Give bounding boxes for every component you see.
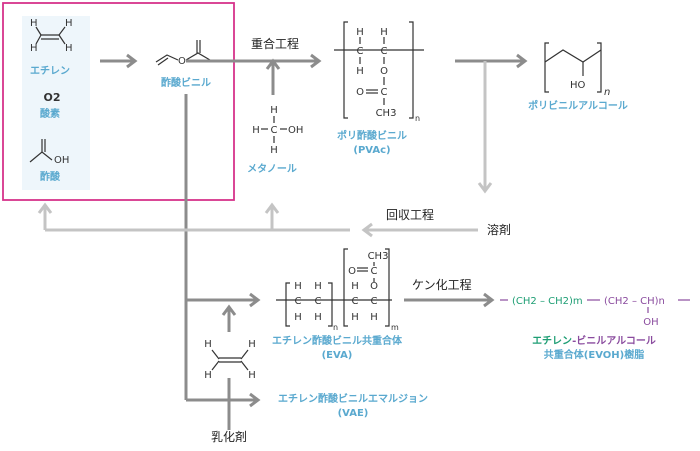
arrowhead [126,53,138,69]
svg-text:H: H [270,145,278,156]
eva-abbr: (EVA) [322,350,353,361]
ethylene-structure: H H H H [30,18,73,54]
methanol-label: メタノール [247,163,297,175]
vinyl-acetate-label: 酢酸ビニル [161,76,211,89]
svg-text:C: C [371,296,378,307]
svg-text:H: H [314,281,322,292]
acetic-acid-label: 酢酸 [40,170,61,183]
svg-text:C: C [315,296,322,307]
svg-text:H: H [30,18,38,29]
svg-text:H: H [314,312,322,323]
ethylene-label: エチレン [30,65,70,77]
svg-text:H: H [248,370,256,381]
svg-text:CH3: CH3 [368,251,389,262]
svg-text:n: n [415,114,420,123]
svg-text:H: H [65,18,73,29]
evoh-structure: (CH2 – CH2)m (CH2 – CH)n OH [500,296,690,328]
evoh-name-line1: エチレン-ビニルアルコール [532,334,656,347]
svg-text:C: C [295,296,302,307]
acetic-acid-structure: OH [29,139,69,166]
svg-text:O: O [370,281,378,292]
svg-text:H: H [380,27,388,38]
svg-text:n: n [604,87,610,98]
svg-text:H: H [356,27,364,38]
eva-structure: n H C H H C H m C H H C H O C O CH3 [276,248,399,332]
svg-text:(CH2 – CH)n: (CH2 – CH)n [604,296,665,307]
svg-text:H: H [270,105,278,116]
svg-text:H: H [248,339,256,350]
svg-text:H: H [252,125,260,136]
svg-text:H: H [294,281,302,292]
solvent-label: 溶剤 [487,222,511,237]
svg-text:H: H [351,281,359,292]
pva-structure: HO n [544,42,610,98]
vae-abbr: (VAE) [338,408,369,419]
vae-name: エチレン酢酸ビニルエマルジョン [278,392,428,405]
svg-text:H: H [30,43,38,54]
pvac-name: ポリ酢酸ビニル [337,129,407,142]
oxygen-formula: O2 [43,91,60,104]
svg-text:HO: HO [570,80,586,91]
recovery-process: 回収工程 [386,207,434,222]
evoh-name-line2: 共重合体(EVOH)樹脂 [544,348,644,361]
svg-text:O: O [348,266,356,277]
svg-text:OH: OH [288,125,303,136]
ethylene-monomer-structure: H H H H [204,339,256,381]
svg-text:m: m [391,323,399,332]
pvac-abbr: (PVAc) [353,145,390,156]
pvac-structure: H C H H C O C O CH3 n [334,21,424,123]
svg-text:H: H [351,312,359,323]
svg-text:n: n [333,323,338,332]
svg-text:C: C [381,46,388,57]
svg-text:O: O [380,66,388,77]
svg-text:OH: OH [643,317,658,328]
polymerization-process: 重合工程 [251,36,299,51]
oxygen-label: 酸素 [40,107,60,120]
svg-text:(CH2 – CH2)m: (CH2 – CH2)m [512,296,583,307]
highlight-frame [2,2,235,201]
svg-text:C: C [371,266,378,277]
eva-name: エチレン酢酸ビニル共重合体 [272,334,403,347]
svg-text:C: C [381,87,388,98]
svg-text:C: C [271,125,278,136]
pva-name: ポリビニルアルコール [528,99,628,112]
methanol-structure: H H C OH H [252,105,303,156]
raw-materials-background [22,16,90,190]
svg-text:CH3: CH3 [376,108,397,119]
raw-materials-box: H H H H エチレン O2 酸素 OH 酢酸 [2,2,235,201]
vinyl-acetate-structure: O [155,40,211,67]
saponification-process: ケン化工程 [412,277,472,292]
svg-text:H: H [204,370,212,381]
svg-text:H: H [356,66,364,77]
svg-text:C: C [352,296,359,307]
svg-text:O: O [178,56,186,67]
svg-text:H: H [204,339,212,350]
svg-text:H: H [65,43,73,54]
svg-text:O: O [356,87,364,98]
svg-text:C: C [357,46,364,57]
svg-text:H: H [294,312,302,323]
acetic-acid-oh: OH [54,155,69,166]
emulsifier-label: 乳化剤 [211,429,247,444]
svg-text:H: H [370,312,378,323]
